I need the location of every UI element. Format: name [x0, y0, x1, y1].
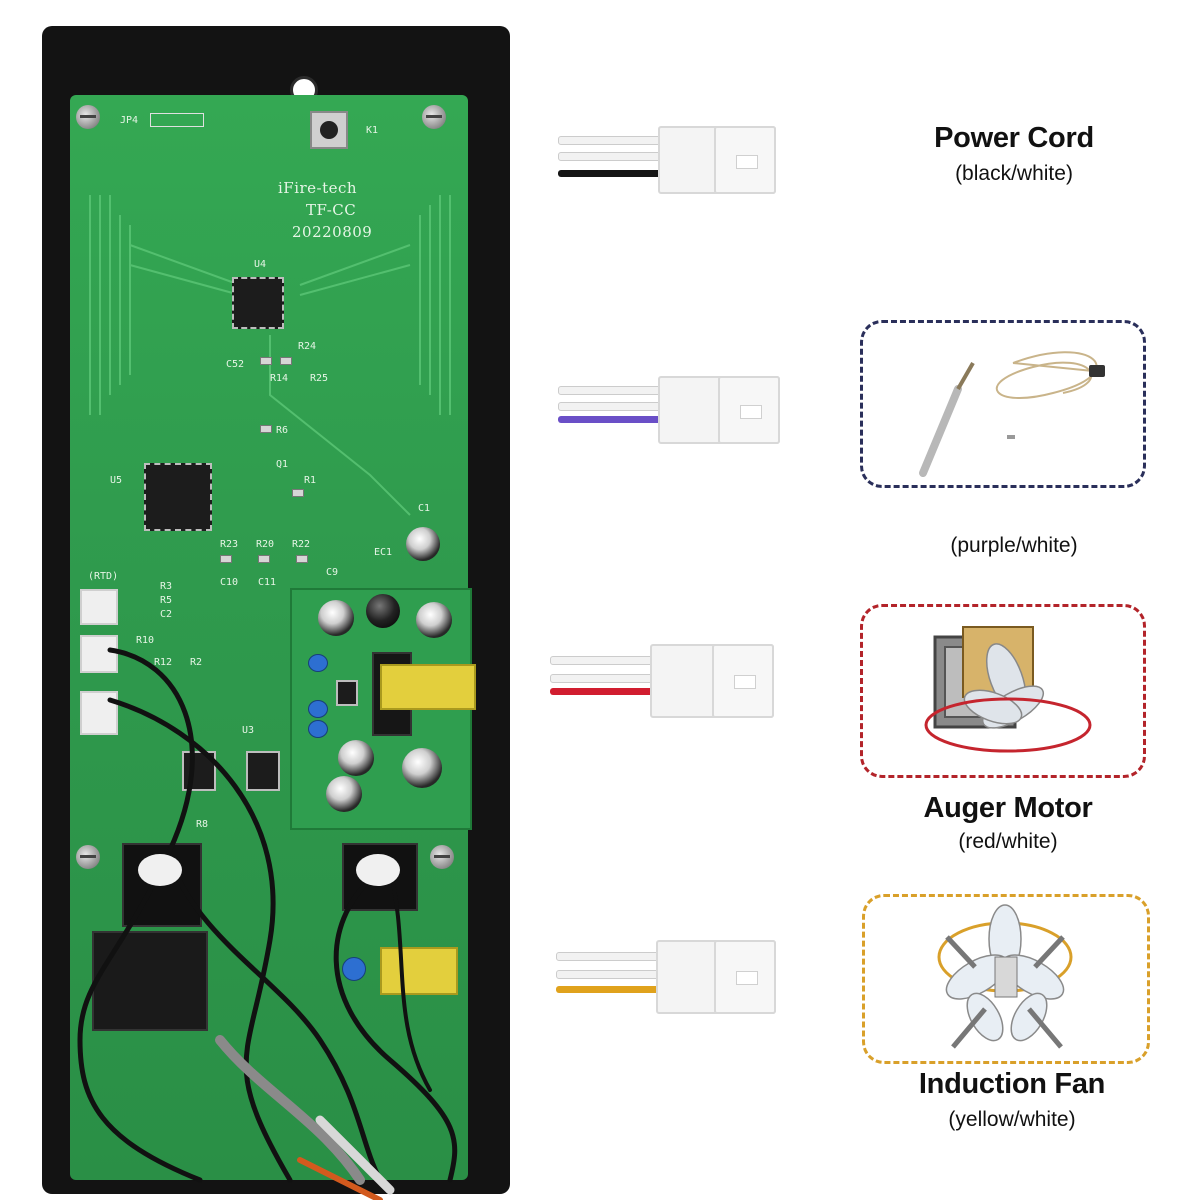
- temperature-probe-icon: [919, 351, 1105, 477]
- ref-label: C1: [418, 503, 431, 514]
- probe-image-box: [860, 320, 1146, 488]
- wire-strand: [550, 674, 664, 683]
- ref-label: R22: [292, 539, 311, 550]
- screw-icon: [422, 105, 446, 129]
- microcontroller-chip: [232, 277, 284, 329]
- relay: [92, 931, 208, 1031]
- fan-image-box: [862, 894, 1150, 1064]
- ref-label: R6: [276, 425, 289, 436]
- screw-icon: [430, 845, 454, 869]
- ref-label: C10: [220, 577, 239, 588]
- capacitor: [338, 740, 374, 776]
- inductor: [366, 594, 400, 628]
- fan-wire: [556, 940, 778, 1014]
- ref-label: (RTD): [88, 571, 119, 582]
- ref-label: U4: [254, 259, 267, 270]
- induction-fan-subtitle: (yellow/white): [948, 1108, 1076, 1131]
- capacitor: [402, 748, 442, 788]
- screw-icon: [76, 105, 100, 129]
- probe-connector: [658, 376, 780, 444]
- auger-wire: [550, 644, 780, 720]
- auger-motor-subtitle: (red/white): [958, 830, 1058, 853]
- induction-fan-icon: [937, 904, 1073, 1049]
- ref-label: R1: [304, 475, 317, 486]
- auger-motor-title: Auger Motor: [923, 792, 1093, 824]
- ref-label: R25: [310, 373, 329, 384]
- reset-button: [310, 111, 348, 149]
- film-capacitor: [380, 947, 458, 995]
- ic-chip: [246, 751, 280, 791]
- ref-label: R20: [256, 539, 275, 550]
- probe-wire: [558, 376, 780, 446]
- wire-strand: [556, 986, 668, 993]
- wire-strand: [558, 152, 670, 161]
- ref-label: Q1: [276, 459, 289, 470]
- ref-label: R5: [160, 595, 173, 606]
- induction-fan-title: Induction Fan: [918, 1068, 1106, 1100]
- wire-harness: [77, 647, 458, 1200]
- ref-label: C2: [160, 609, 173, 620]
- ref-label: EC1: [374, 547, 393, 558]
- power-cord-subtitle: (black/white): [955, 162, 1073, 185]
- ref-label: C52: [226, 359, 245, 370]
- probe-subtitle: (purple/white): [950, 534, 1078, 557]
- wire-strand: [558, 402, 670, 411]
- auger-image-box: [860, 604, 1146, 778]
- pin-header: [150, 113, 204, 127]
- wire-strand: [558, 170, 668, 177]
- ref-label: K1: [366, 125, 379, 136]
- side-connector: [80, 635, 118, 673]
- screw-icon: [76, 845, 100, 869]
- wire-strand: [550, 688, 662, 695]
- power-cord-wire: [558, 126, 778, 196]
- ref-label: R8: [196, 819, 209, 830]
- wire-strand: [550, 656, 664, 665]
- wire-strand: [556, 952, 670, 961]
- power-cord-connector: [658, 126, 776, 194]
- wire-strand: [558, 136, 670, 145]
- fan-connector: [656, 940, 776, 1014]
- ref-label: U5: [110, 475, 123, 486]
- brand-silkscreen: iFire-tech: [278, 179, 358, 197]
- ref-label: R10: [136, 635, 155, 646]
- model-silkscreen: TF-CC: [306, 201, 357, 219]
- power-cord-title: Power Cord: [934, 122, 1094, 154]
- ref-label: R24: [298, 341, 317, 352]
- ref-label: C11: [258, 577, 277, 588]
- ref-label: R12: [154, 657, 173, 668]
- ref-label: R3: [160, 581, 173, 592]
- ref-label: R23: [220, 539, 239, 550]
- capacitor: [326, 776, 362, 812]
- wire-strand: [558, 416, 668, 423]
- ref-label: R14: [270, 373, 289, 384]
- trace-lines: [89, 195, 451, 516]
- auger-connector: [650, 644, 774, 718]
- wire-strand: [558, 386, 670, 395]
- capacitor: [318, 600, 354, 636]
- power-supply-module: [290, 588, 476, 830]
- ref-label: R2: [190, 657, 203, 668]
- capacitor: [406, 527, 440, 561]
- transformer: [380, 664, 476, 710]
- ref-label: C9: [326, 567, 339, 578]
- controller-chip: [144, 463, 212, 531]
- auger-motor-icon: [924, 626, 1092, 753]
- rtd-connector: [80, 589, 118, 625]
- capacitor: [416, 602, 452, 638]
- date-silkscreen: 20220809: [292, 223, 373, 241]
- wire-strand: [556, 970, 670, 979]
- ref-label: U3: [242, 725, 255, 736]
- ref-label: JP4: [120, 115, 139, 126]
